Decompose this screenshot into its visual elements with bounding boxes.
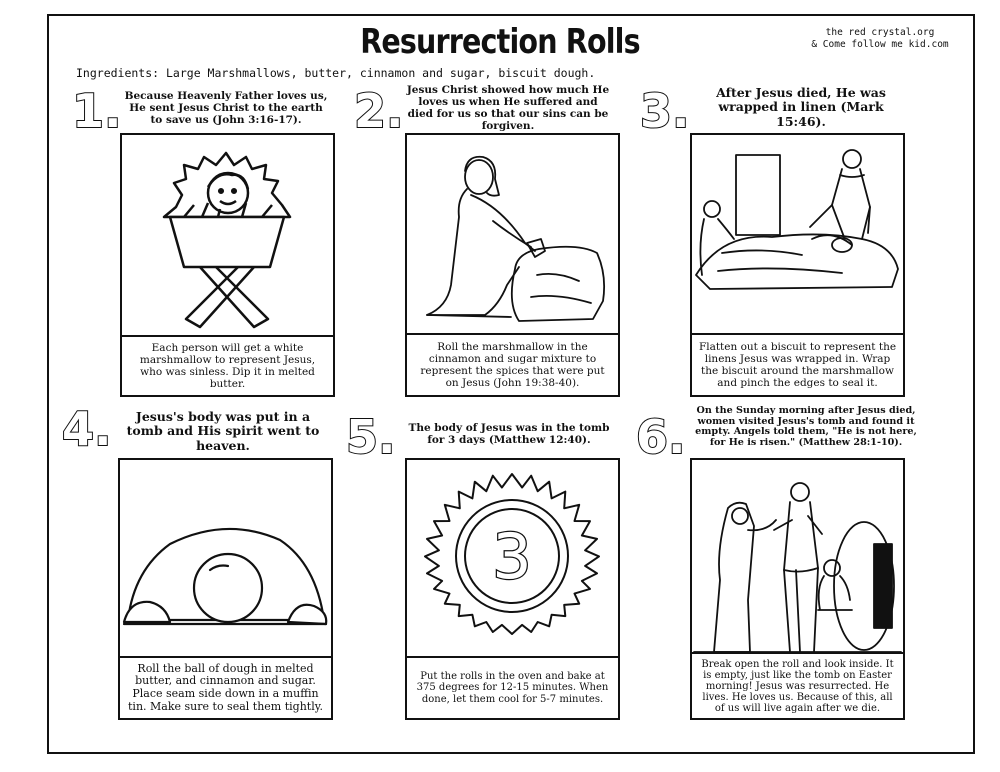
sun-rays — [424, 473, 600, 635]
step-6-panel: Break open the roll and look inside. It … — [690, 458, 905, 720]
step-4-number: 4. — [61, 402, 113, 456]
step-2-instruction: Roll the marshmallow in the cinnamon and… — [407, 333, 618, 395]
step-5-instruction: Put the rolls in the oven and bake at 37… — [407, 656, 618, 718]
credit-line-1: the red crystal.org — [825, 27, 935, 38]
step-3-heading: After Jesus died, He was wrapped in line… — [716, 85, 886, 129]
step-3-number: 3. — [639, 84, 691, 138]
step-1-instruction: Each person will get a white marshmallow… — [122, 335, 333, 395]
step-5-heading: The body of Jesus was in the tomb for 3 … — [408, 422, 610, 447]
step-6-instruction: Break open the roll and look inside. It … — [692, 652, 903, 718]
page-title: Resurrection Rolls — [360, 22, 640, 62]
ingredients-line: Ingredients: Large Marshmallows, butter,… — [76, 66, 596, 80]
step-5-number: 5. — [345, 410, 397, 464]
step-1-panel: Each person will get a white marshmallow… — [120, 133, 335, 397]
sun-number: 3 — [492, 520, 531, 593]
step-2-panel: Roll the marshmallow in the cinnamon and… — [405, 133, 620, 397]
tomb-illustration — [122, 527, 328, 626]
step-3-instruction: Flatten out a biscuit to represent the l… — [692, 333, 903, 395]
step-3-panel: Flatten out a biscuit to represent the l… — [690, 133, 905, 397]
praying-jesus-illustration — [426, 155, 606, 322]
step-1-heading: Because Heavenly Father loves us, He sen… — [124, 90, 328, 127]
credit-line-2: & Come follow me kid.com — [811, 39, 949, 50]
step-1-number: 1. — [71, 84, 123, 138]
manger-illustration — [162, 151, 292, 329]
page-frame — [47, 14, 975, 754]
empty-tomb-illustration — [693, 482, 902, 653]
site-credit: the red crystal.org & Come follow me kid… — [790, 27, 970, 51]
burial-illustration — [695, 149, 899, 290]
step-4-panel: Roll the ball of dough in melted butter,… — [118, 458, 333, 720]
step-4-instruction: Roll the ball of dough in melted butter,… — [120, 656, 331, 718]
step-6-number: 6. — [635, 410, 687, 464]
step-2-number: 2. — [353, 84, 405, 138]
step-4-heading: Jesus's body was put in a tomb and His s… — [126, 409, 320, 453]
step-2-heading: Jesus Christ showed how much He loves us… — [406, 84, 610, 133]
sun-illustration: 3 — [424, 473, 600, 635]
step-5-panel: 3 Put the rolls in the oven and bake at … — [405, 458, 620, 720]
step-6-heading: On the Sunday morning after Jesus died, … — [695, 405, 917, 449]
